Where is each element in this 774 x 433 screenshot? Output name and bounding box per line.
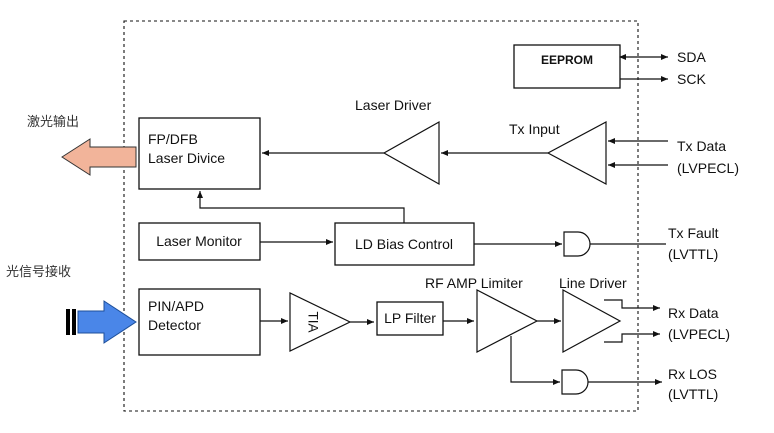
laser-driver-label: Laser Driver	[355, 97, 432, 113]
optical-input-label: 光信号接收	[6, 264, 71, 280]
rx-data-p-line	[604, 299, 660, 311]
ld-bias-control-label: LD Bias Control	[355, 236, 453, 252]
rf-amp-label: RF AMP Limiter	[425, 275, 523, 291]
bias-to-laser-line	[197, 191, 405, 223]
eeprom-block	[513, 44, 621, 89]
laser-driver-amplifier	[382, 120, 440, 186]
rx-los-label: Rx LOS	[668, 366, 717, 382]
rx-data-label: Rx Data	[668, 305, 719, 321]
tia-amplifier	[289, 292, 352, 352]
detector-label-1: PIN/APD	[148, 298, 204, 314]
tx-fault-label: Tx Fault	[668, 225, 719, 241]
laser-output-arrow	[61, 138, 137, 176]
detector-label-2: Detector	[148, 317, 201, 333]
tx-fault-standard: (LVTTL)	[668, 246, 718, 262]
module-boundary	[123, 20, 639, 412]
tx-input-label: Tx Input	[509, 121, 560, 137]
laser-monitor-block	[138, 222, 261, 261]
line-driver-label: Line Driver	[559, 275, 627, 291]
rx-los-gate	[561, 369, 589, 395]
laser-device-label-2: Laser Divice	[148, 150, 225, 166]
laser-device-block	[138, 117, 261, 190]
lp-filter-block	[376, 301, 444, 336]
laser-output-label: 激光输出	[27, 114, 79, 130]
line-driver-amplifier	[562, 288, 622, 354]
rx-data-n-line	[604, 331, 660, 343]
tia-label: TIA	[305, 311, 320, 332]
lp-filter-label: LP Filter	[384, 310, 436, 326]
laser-monitor-label: Laser Monitor	[156, 233, 242, 249]
tx-fault-gate	[563, 231, 591, 257]
rx-data-standard: (LVPECL)	[668, 326, 730, 342]
tx-data-standard: (LVPECL)	[677, 160, 739, 176]
eeprom-label: EEPROM	[541, 53, 593, 67]
sda-label: SDA	[677, 49, 706, 65]
ld-bias-control-block	[334, 222, 475, 266]
optical-input-arrow	[66, 300, 137, 344]
rf-amp-limiter	[476, 289, 539, 353]
tx-input-buffer	[546, 120, 607, 186]
laser-device-label-1: FP/DFB	[148, 131, 198, 147]
sck-label: SCK	[677, 71, 706, 87]
limiter-to-los-line	[510, 336, 560, 385]
rx-los-standard: (LVTTL)	[668, 386, 718, 402]
detector-block	[138, 288, 261, 356]
tx-data-label: Tx Data	[677, 138, 726, 154]
